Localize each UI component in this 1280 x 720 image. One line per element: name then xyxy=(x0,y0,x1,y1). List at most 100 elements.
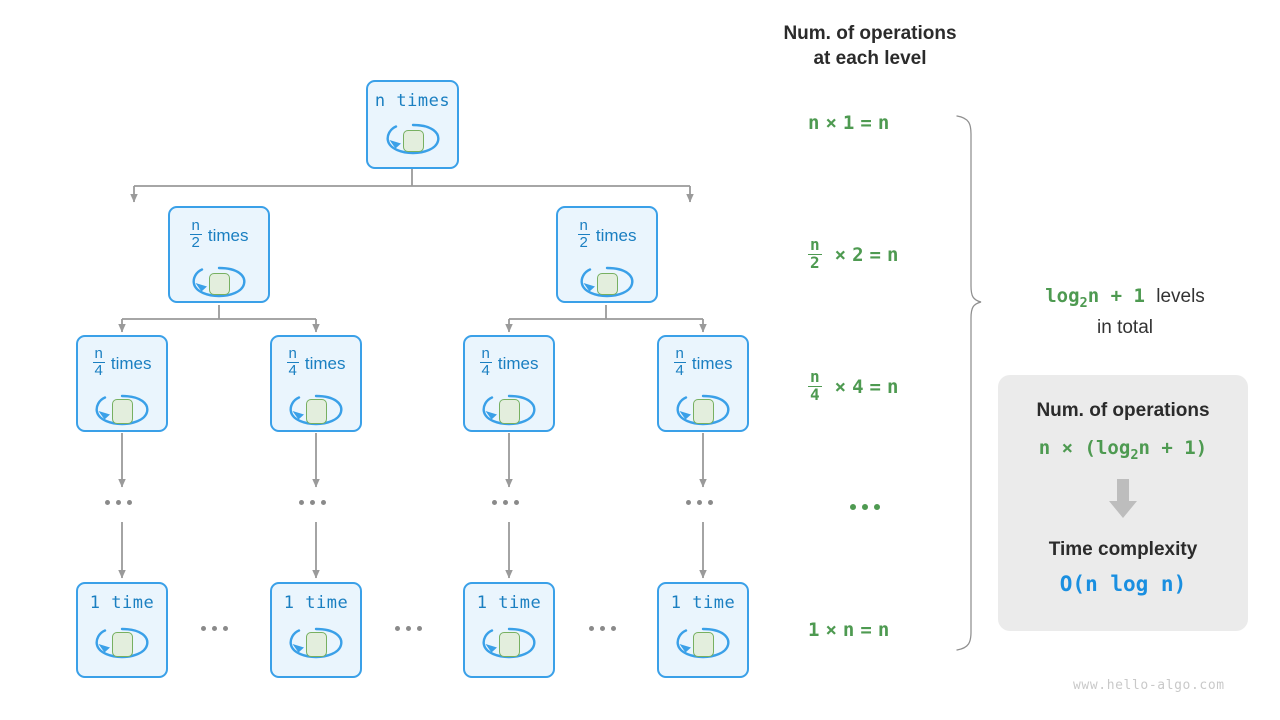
loop-icon xyxy=(380,117,446,157)
fraction: n 4 xyxy=(479,345,492,379)
log-suffix: n + 1 xyxy=(1087,285,1145,307)
node-label-text: 1 time xyxy=(89,593,155,613)
fraction-denominator: 4 xyxy=(92,361,105,379)
card-heading-operations: Num. of operations xyxy=(1036,400,1210,421)
equation-factor: 2 xyxy=(852,244,864,267)
loop-icon xyxy=(476,388,542,428)
tree-node-l1-1[interactable]: n 2 times xyxy=(556,206,658,303)
node-label: 1 time xyxy=(671,595,735,612)
operation-box xyxy=(112,632,133,657)
equation-operator: × xyxy=(834,244,847,267)
tree-node-leaf-2[interactable]: 1 time xyxy=(463,582,555,678)
equation-factor: 4 xyxy=(852,376,864,399)
fraction-denominator: 4 xyxy=(673,361,686,379)
horizontal-ellipsis-0 xyxy=(201,626,228,631)
node-label-unit: times xyxy=(595,225,637,245)
loop-icon xyxy=(283,388,349,428)
equation-lead: n xyxy=(808,112,820,134)
equation-level-last: 1 × n = n xyxy=(808,619,889,641)
node-label: n 2 times xyxy=(189,218,249,251)
loop-icon xyxy=(283,621,349,661)
equation-result: n xyxy=(887,376,899,399)
node-label: n 4 times xyxy=(673,345,733,379)
operation-box xyxy=(306,399,327,425)
equation-result: n xyxy=(887,244,899,267)
equation-lead: 1 xyxy=(808,619,820,641)
tree-node-l1-0[interactable]: n 2 times xyxy=(168,206,270,303)
node-label-unit: times xyxy=(691,353,733,373)
operations-column-title: Num. of operations at each level xyxy=(783,23,957,69)
fraction: n 2 xyxy=(577,217,590,251)
node-label: 1 time xyxy=(90,595,154,612)
node-label-unit: times xyxy=(207,225,249,245)
horizontal-ellipsis-2 xyxy=(589,626,616,631)
fraction-numerator: n xyxy=(810,235,820,254)
equation-level-1: n 2 × 2 = n xyxy=(808,235,899,272)
levels-brace xyxy=(956,115,982,651)
node-label: n 4 times xyxy=(92,345,152,379)
node-label-unit: times xyxy=(110,353,152,373)
operation-box xyxy=(693,399,714,425)
summary-card: Num. of operations n × (log2n + 1) Time … xyxy=(998,375,1248,631)
loop-icon xyxy=(574,260,640,300)
fraction-denominator: 4 xyxy=(286,361,299,379)
tree-node-leaf-3[interactable]: 1 time xyxy=(657,582,749,678)
fraction-numerator: n xyxy=(94,345,103,362)
vertical-ellipsis-3 xyxy=(686,500,713,505)
fraction: n 4 xyxy=(808,368,822,404)
fraction-denominator: 4 xyxy=(808,384,822,404)
node-label-text: 1 time xyxy=(476,593,542,613)
fraction-denominator: 2 xyxy=(577,233,590,251)
node-label: 1 time xyxy=(477,595,541,612)
levels-total-note: log2n + 1 levels in total xyxy=(1000,283,1250,341)
equation-equals: = xyxy=(869,244,881,267)
fraction: n 2 xyxy=(808,235,822,272)
tree-node-l2-0[interactable]: n 4 times xyxy=(76,335,168,432)
tree-node-leaf-0[interactable]: 1 time xyxy=(76,582,168,678)
loop-icon xyxy=(476,621,542,661)
equation-operator: × xyxy=(825,112,837,134)
fraction-numerator: n xyxy=(675,345,684,362)
node-label: n 4 times xyxy=(286,345,346,379)
tree-node-l2-3[interactable]: n 4 times xyxy=(657,335,749,432)
equation-operator: × xyxy=(834,376,847,399)
node-label: 1 time xyxy=(284,595,348,612)
watermark: www.hello-algo.com xyxy=(1073,678,1225,693)
equation-factor: 1 xyxy=(842,112,855,134)
card-complexity-value: O(n log n) xyxy=(1059,571,1187,596)
levels-line2: in total xyxy=(1097,316,1153,338)
ops-suffix: n + 1) xyxy=(1138,437,1208,459)
equation-level-2: n 4 × 4 = n xyxy=(808,368,899,404)
operation-box xyxy=(209,273,230,296)
equation-operator: × xyxy=(825,619,837,641)
node-label: n times xyxy=(375,93,450,110)
fraction-numerator: n xyxy=(288,345,297,362)
operation-box xyxy=(693,632,714,657)
fraction: n 4 xyxy=(92,345,105,379)
vertical-ellipsis-2 xyxy=(492,500,519,505)
node-label-text: 1 time xyxy=(670,593,736,613)
node-label-unit: times xyxy=(304,353,346,373)
equation-result: n xyxy=(877,619,890,641)
node-label-text: n times xyxy=(374,91,451,111)
tree-node-leaf-1[interactable]: 1 time xyxy=(270,582,362,678)
equation-level-0: n × 1 = n xyxy=(808,112,889,134)
loop-icon xyxy=(670,621,736,661)
operation-box xyxy=(499,632,520,657)
tree-node-l2-1[interactable]: n 4 times xyxy=(270,335,362,432)
fraction-numerator: n xyxy=(579,217,588,234)
fraction-numerator: n xyxy=(481,345,490,362)
fraction-denominator: 4 xyxy=(479,361,492,379)
node-label-unit: times xyxy=(497,353,539,373)
log-prefix: log xyxy=(1045,285,1080,307)
fraction-denominator: 2 xyxy=(808,252,822,272)
equation-result: n xyxy=(877,112,890,134)
loop-icon xyxy=(89,621,155,661)
operation-box xyxy=(402,130,424,152)
fraction: n 4 xyxy=(673,345,686,379)
vertical-ellipsis-1 xyxy=(299,500,326,505)
tree-node-root[interactable]: n times xyxy=(366,80,459,169)
tree-node-l2-2[interactable]: n 4 times xyxy=(463,335,555,432)
log-base: 2 xyxy=(1079,294,1088,311)
